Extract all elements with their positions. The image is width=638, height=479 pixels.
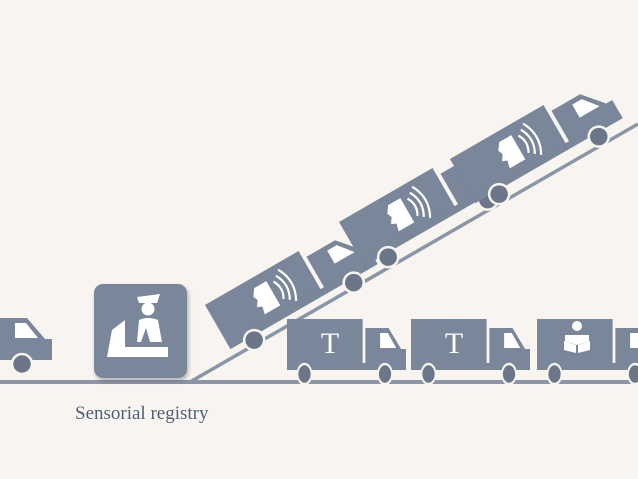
trailer-label: T bbox=[445, 327, 463, 360]
t-truck-1 bbox=[287, 319, 406, 384]
incoming-truck bbox=[0, 309, 52, 374]
caption-text: Sensorial registry bbox=[75, 403, 209, 425]
scanning-truck-3 bbox=[450, 74, 630, 215]
checkpoint-box bbox=[94, 284, 187, 378]
trailer-label: T bbox=[321, 327, 339, 360]
t-truck-2 bbox=[411, 319, 530, 384]
